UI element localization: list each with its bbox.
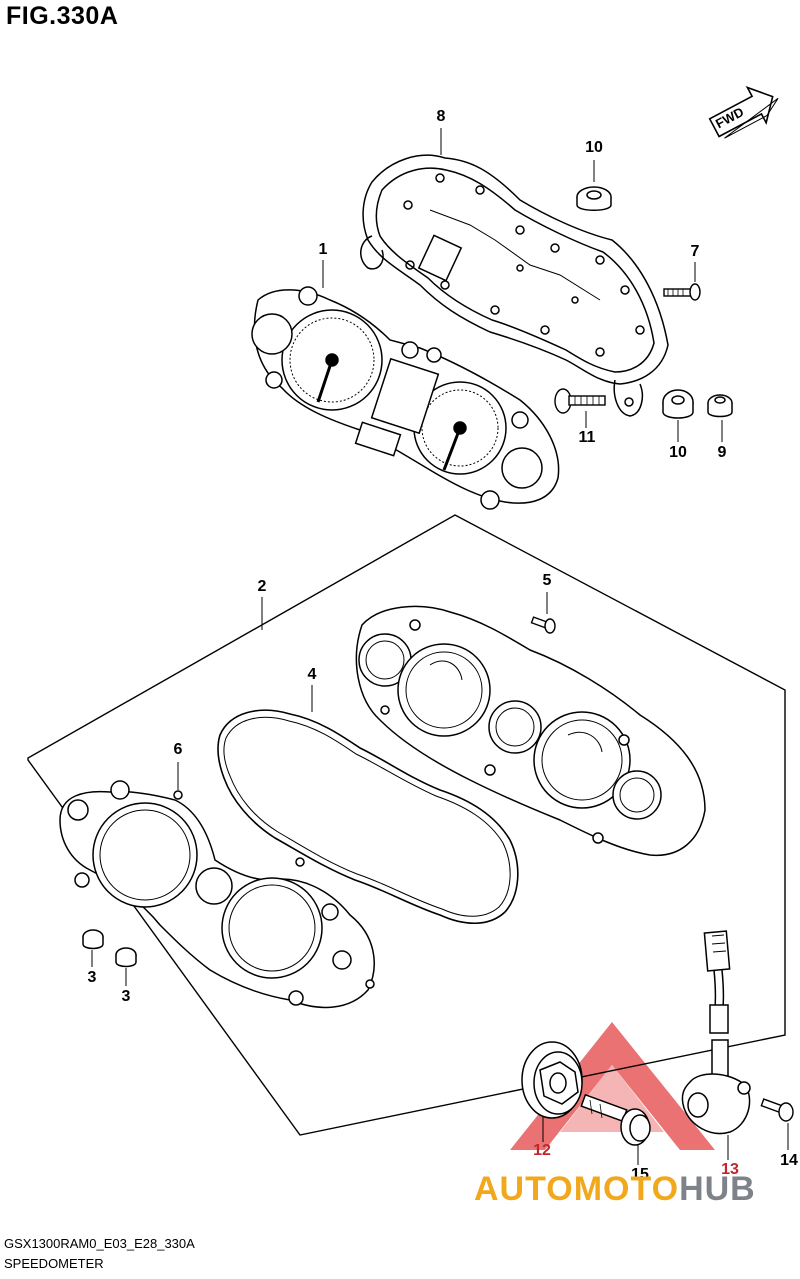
callout-1: 1 (318, 241, 328, 258)
nut-item-3-left (82, 929, 104, 950)
callout-11: 11 (578, 429, 596, 446)
nut-item-3-right (115, 947, 137, 968)
callout-4: 4 (307, 666, 317, 683)
callout-5: 5 (542, 572, 552, 589)
screw-item-5 (530, 616, 556, 634)
figure-description: SPEEDOMETER (4, 1256, 104, 1271)
meter-assembly-item-1 (251, 286, 560, 510)
drawing-code: GSX1300RAM0_E03_E28_330A (4, 1236, 195, 1251)
callout-12: 12 (533, 1142, 551, 1159)
callout-7: 7 (690, 243, 700, 260)
lens-plate-item-6 (59, 780, 375, 1009)
callout-3-left: 3 (87, 969, 97, 986)
callout-13: 13 (721, 1161, 739, 1178)
spacer-item-15 (580, 1093, 651, 1146)
callout-15: 15 (631, 1166, 649, 1183)
callout-9: 9 (717, 444, 727, 461)
bolt-item-14 (760, 1098, 794, 1122)
grommet-item-10-upper (576, 186, 612, 211)
callout-6: 6 (173, 741, 183, 758)
meter-housing-item-2 (355, 605, 706, 857)
assembly-frame-item-2 (27, 514, 786, 1136)
bolt-item-11 (554, 388, 606, 414)
screw-item-7 (663, 283, 701, 301)
callout-10-upper: 10 (585, 139, 603, 156)
speed-sensor-item-13 (681, 930, 751, 1135)
callout-8: 8 (436, 108, 446, 125)
callout-10-lower: 10 (669, 444, 687, 461)
callout-14: 14 (780, 1152, 798, 1169)
sensor-rotor-item-12 (521, 1041, 583, 1119)
fwd-arrow-icon (708, 86, 779, 139)
watermark-text-a: AUTOMOTO (474, 1170, 680, 1208)
figure-title: FIG.330A (6, 2, 119, 30)
rear-cover-item-8 (360, 154, 669, 417)
gasket-item-4 (217, 709, 519, 924)
watermark-text-b: HUB (679, 1170, 756, 1208)
grommet-item-10-lower (662, 389, 694, 419)
watermark-logo: AUTOMOTOHUB (474, 1170, 756, 1209)
callout-2: 2 (257, 578, 267, 595)
collar-item-9 (707, 394, 733, 418)
callout-3-right: 3 (121, 988, 131, 1005)
